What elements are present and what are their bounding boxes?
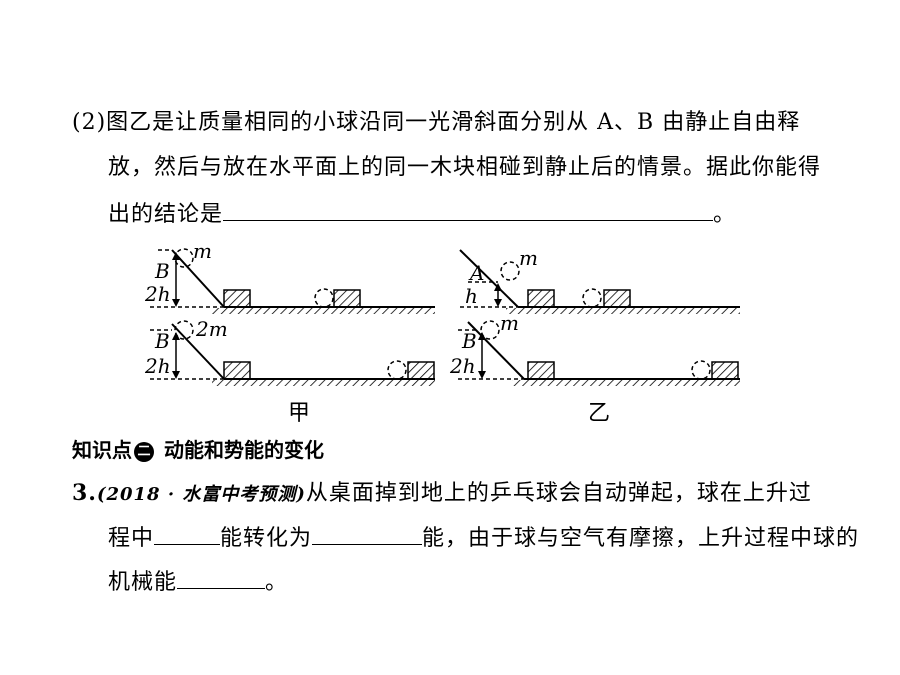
incline [467, 321, 525, 380]
ball-final [314, 288, 334, 308]
label-2h: 2h [144, 354, 171, 378]
figure-label-yi: 乙 [588, 401, 610, 426]
label-B: B [154, 329, 170, 353]
q3-line-2-b: 能转化为 [220, 526, 313, 551]
figure-label-jia: 甲 [288, 401, 310, 426]
label-2m: 2m [195, 317, 228, 341]
q2-line-1-text: (2)图乙是让质量相同的小球沿同一光滑斜面分别从 A、B 由静止自由释 [72, 110, 801, 135]
incline [171, 323, 225, 380]
q3-line-1-text: 从桌面掉到地上的乒乓球会自动弹起，球在上升过 [305, 481, 812, 506]
q2-answer-blank[interactable] [223, 198, 714, 221]
block-final [711, 361, 739, 380]
block-final [333, 289, 361, 308]
q2-line-2: 放，然后与放在水平面上的同一木块相碰到静止后的情景。据此你能得 [108, 153, 821, 183]
incline [171, 249, 225, 308]
ground-hatch [212, 380, 435, 386]
q2-line-2-text: 放，然后与放在水平面上的同一木块相碰到静止后的情景。据此你能得 [108, 155, 822, 180]
q3-line-1: 3.(2018 · 水富中考预测)从桌面掉到地上的乒乓球会自动弹起，球在上升过 [72, 478, 812, 510]
label-A: A [468, 261, 484, 285]
jia-lower-setup: B 2m 2h [144, 317, 435, 386]
ball-final [691, 360, 711, 380]
ball-final [387, 360, 407, 380]
q3-line-3-a: 机械能 [108, 570, 178, 595]
q3-blank-3[interactable] [177, 566, 266, 589]
yi-upper-setup: A m h [459, 246, 740, 314]
block-initial [223, 361, 251, 380]
ball-start [480, 320, 500, 340]
q3-line-3-b: 。 [265, 570, 289, 595]
q3-line-2: 程中 能转化为 能，由于球与空气有摩擦，上升过程中球的 [108, 522, 859, 554]
block-initial [223, 289, 251, 308]
jia-upper-setup: B m 2h [144, 239, 435, 314]
label-m: m [519, 246, 538, 270]
knowledge-point-title: 动能和势能的变化 [164, 438, 324, 462]
knowledge-point-prefix: 知识点 [72, 438, 132, 462]
ground-hatch [506, 308, 740, 314]
q3-line-2-a: 程中 [108, 526, 155, 551]
label-B: B [461, 329, 477, 353]
q3-source: (2018 · 水富中考预测) [96, 484, 306, 505]
block-final [603, 289, 631, 308]
label-2h: 2h [449, 354, 476, 378]
incline [459, 249, 519, 308]
block-final [407, 361, 435, 380]
arrow-head-up [478, 332, 486, 340]
label-m: m [193, 239, 212, 263]
knowledge-point-heading: 知识点二动能和势能的变化 [72, 436, 324, 464]
ball-final [582, 288, 602, 308]
label-h: h [465, 284, 478, 308]
q2-line-3-suffix: 。 [713, 202, 737, 227]
ground-hatch [212, 308, 435, 314]
ball-start [174, 248, 194, 268]
q3-line-3: 机械能 。 [108, 566, 288, 598]
knowledge-point-number-badge: 二 [134, 441, 154, 462]
q2-line-1: (2)图乙是让质量相同的小球沿同一光滑斜面分别从 A、B 由静止自由释 [72, 108, 800, 138]
label-B: B [154, 259, 170, 283]
q2-line-3-prefix: 出的结论是 [108, 202, 224, 227]
label-2h: 2h [144, 282, 171, 306]
q3-line-2-c: 能，由于球与空气有摩擦，上升过程中球的 [422, 526, 860, 551]
ball-start [174, 320, 194, 340]
ball-start [500, 261, 520, 281]
q3-blank-2[interactable] [312, 522, 423, 545]
ground-hatch [512, 380, 740, 386]
arrow-head-up [172, 332, 180, 340]
yi-lower-setup: B m 2h [449, 311, 740, 386]
arrow-head-up [494, 283, 502, 291]
label-m: m [500, 311, 519, 335]
arrow-head-up [172, 252, 180, 260]
arrow-head-down [172, 299, 180, 307]
block-initial [527, 361, 555, 380]
arrow-head-down [172, 371, 180, 379]
q3-number: 3. [72, 480, 97, 506]
arrow-head-down [494, 299, 502, 307]
q2-line-3: 出的结论是 。 [108, 198, 736, 230]
q3-blank-1[interactable] [154, 522, 221, 545]
arrow-head-down [478, 371, 486, 379]
block-initial [527, 289, 555, 308]
